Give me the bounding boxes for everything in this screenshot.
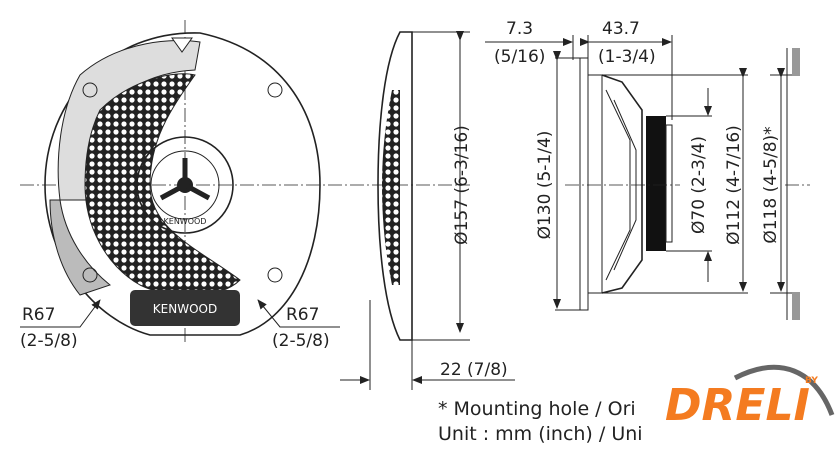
- dreli-logo: DRELI BY: [665, 364, 835, 431]
- radius-right-value: R67: [286, 305, 319, 325]
- mount-depth-inch: (1-3/4): [598, 47, 656, 67]
- back-plate: [665, 124, 673, 243]
- outer-diameter-label: Ø157 (6-3/16): [452, 125, 472, 245]
- mounting-hole-note: * Mounting hole / Ori: [438, 398, 636, 420]
- mount-depth-mm: 43.7: [602, 19, 640, 39]
- grille-depth-label: 22 (7/8): [440, 360, 508, 380]
- mounting-hole-label: Ø118 (4-5/8)*: [761, 126, 781, 243]
- front-view: KENWOOD KENWOOD R67 (2-5/8) R67 (2-5/8): [20, 20, 350, 351]
- grille-mesh: [84, 73, 241, 297]
- magnet-diameter-label: Ø70 (2-3/4): [689, 136, 709, 234]
- tweeter-dome: [150, 150, 220, 220]
- radius-leader-right: [257, 299, 340, 328]
- screw-icon: [82, 267, 98, 283]
- panel-upper: [792, 48, 800, 76]
- profile-view: 7.3 (5/16) 43.7 (1-3/4) Ø130 (5-1/4) Ø70…: [485, 19, 810, 320]
- screw-icon: [82, 82, 98, 98]
- radius-leader-left: [20, 299, 101, 328]
- screw-icon: [267, 82, 283, 98]
- logo-by: BY: [805, 376, 818, 386]
- unit-note: Unit : mm (inch) / Uni: [438, 423, 643, 445]
- badge-brand: KENWOOD: [153, 302, 217, 316]
- logo-swoosh: [733, 364, 835, 416]
- triangle-mark-icon: [171, 37, 193, 53]
- flange-depth-inch: (5/16): [494, 47, 545, 67]
- radius-right-inch: (2-5/8): [272, 331, 330, 351]
- side-view: Ø157 (6-3/16) 22 (7/8): [340, 31, 515, 390]
- radius-left-inch: (2-5/8): [20, 331, 78, 351]
- grille-frame-lower: [49, 199, 112, 296]
- screw-icon: [267, 267, 283, 283]
- side-grille-mesh: [382, 90, 400, 285]
- magnet: [646, 116, 666, 251]
- brand-badge: [130, 290, 240, 326]
- tweeter-ring: [136, 136, 234, 234]
- flange: [579, 57, 589, 311]
- radius-left-value: R67: [22, 305, 55, 325]
- basket-rim: [587, 74, 603, 294]
- flange-diameter-label: Ø130 (5-1/4): [535, 131, 555, 240]
- logo-text: DRELI: [665, 380, 810, 431]
- basket-diameter-label: Ø112 (4-7/16): [724, 125, 744, 245]
- tweeter-bridge: [159, 158, 211, 201]
- side-grille-outline: [377, 31, 413, 341]
- center-brand: KENWOOD: [164, 217, 207, 226]
- panel-lower: [792, 292, 800, 320]
- flange-depth-mm: 7.3: [506, 19, 533, 39]
